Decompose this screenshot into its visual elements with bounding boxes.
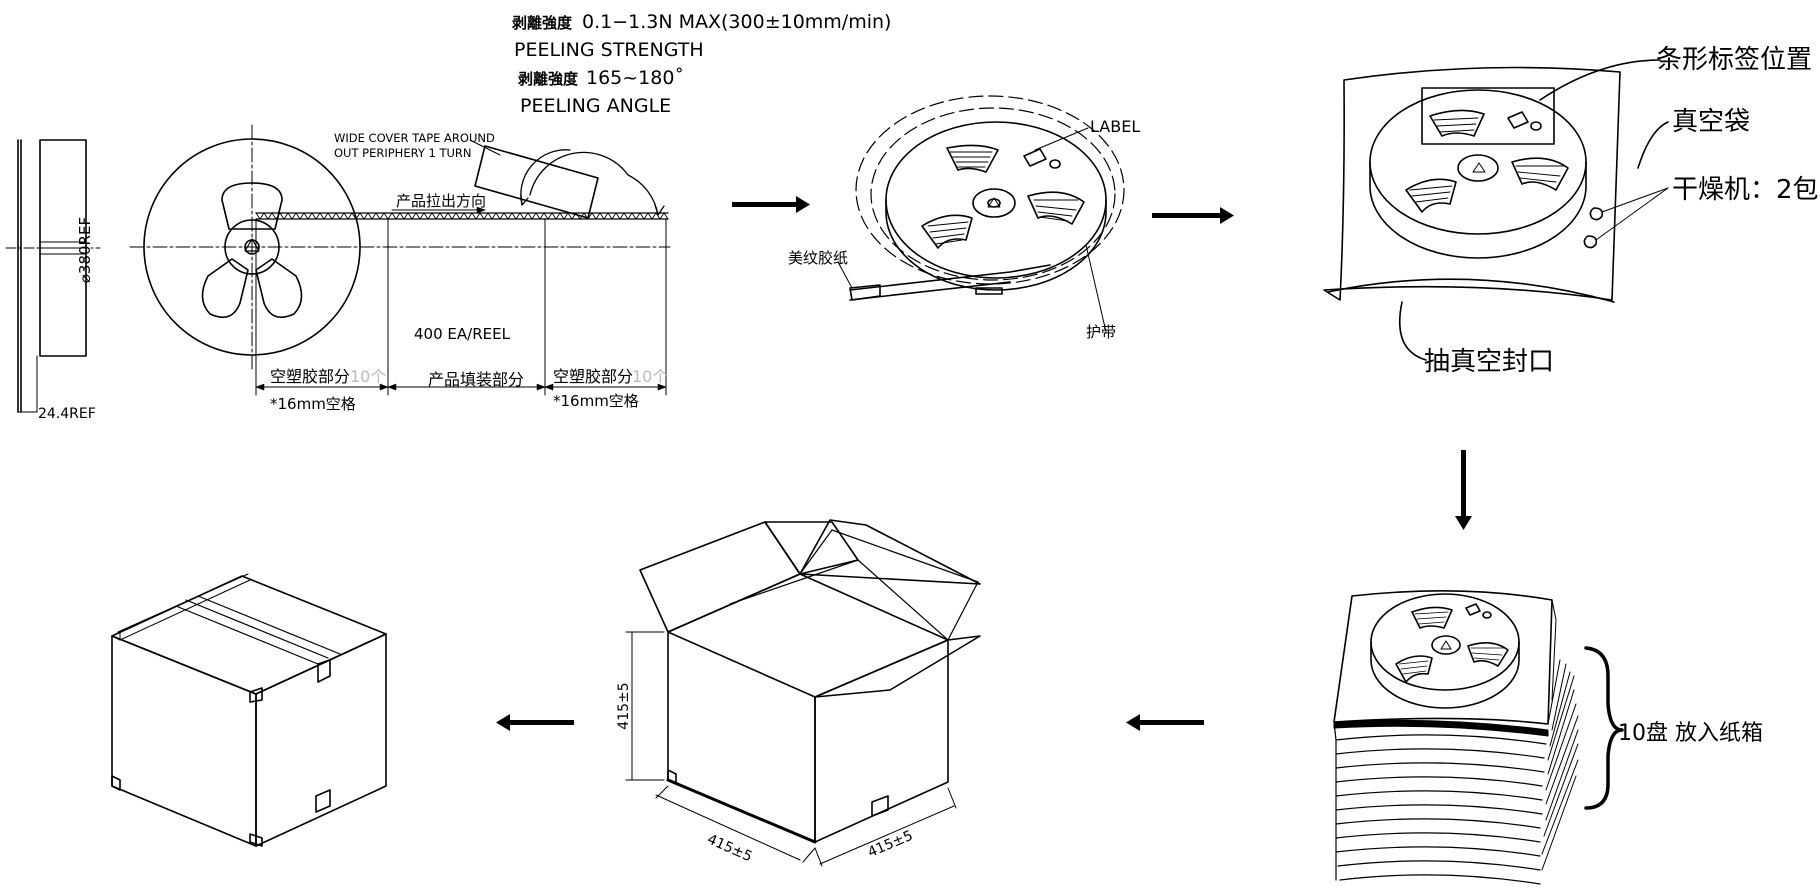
reel-width-label: 24.4REF (38, 406, 96, 422)
vacuum-seal-callout: 抽真空封口 (1424, 347, 1554, 377)
empty-section-right-count: 10个 (632, 367, 668, 386)
flow-arrow-down (1455, 450, 1472, 530)
reel-front-view (129, 124, 671, 371)
flow-arrow-left-2 (496, 714, 574, 731)
peel-angle-indicator (469, 139, 665, 219)
vacuum-bag (1323, 59, 1669, 361)
peel-strength-en: PEELING STRENGTH (514, 39, 704, 61)
carrier-tape (255, 206, 669, 396)
vacuum-bag-callout: 真空袋 (1672, 107, 1750, 137)
reel-side-view (5, 139, 101, 413)
empty-section-left-label: 空塑胶部分 (270, 367, 350, 386)
label-callout: LABEL (1090, 117, 1140, 136)
fill-section-label: 产品填装部分 (428, 370, 524, 389)
flow-arrow-left-1 (1126, 714, 1204, 731)
spacing-right-label: *16mm空格 (553, 392, 639, 410)
desiccant-callout: 干燥机：2包 (1672, 175, 1819, 205)
peel-strength-value: 0.1−1.3N MAX(300±10mm/min) (582, 11, 891, 33)
spacing-left-label: *16mm空格 (270, 395, 356, 413)
reel-quantity-label: 400 EA/REEL (414, 325, 511, 343)
peel-strength-cn: 剥離強度 (512, 14, 573, 32)
flow-arrow-right-2 (1152, 207, 1234, 224)
peel-angle-en: PEELING ANGLE (520, 95, 671, 117)
peel-angle-value: 165~180˚ (586, 67, 684, 89)
empty-section-right-label: 空塑胶部分 (553, 367, 633, 386)
reel-stack (1333, 590, 1624, 885)
into-carton-callout: 10盘 放入纸箱 (1618, 721, 1763, 746)
carton-width-dimension: 415±5 (866, 828, 916, 861)
sealed-carton (111, 573, 387, 847)
cover-tape-note-line-1: WIDE COVER TAPE AROUND (334, 131, 495, 145)
empty-section-left-count: 10个 (350, 367, 386, 386)
cover-tape-note-line-2: OUT PERIPHERY 1 TURN (334, 146, 472, 160)
masking-tape-callout: 美纹胶纸 (788, 249, 848, 267)
peel-angle-cn: 剥離強度 (518, 70, 579, 88)
open-carton (625, 519, 981, 867)
flow-arrow-right-1 (732, 196, 810, 213)
pull-direction-label: 产品拉出方向 (396, 192, 486, 210)
carton-height-dimension: 415±5 (616, 682, 632, 729)
guard-band-callout: 护带 (1086, 323, 1116, 341)
reel-diameter-label: ⌀380REF (76, 217, 94, 283)
wrapped-reel (837, 95, 1125, 333)
barcode-position-callout: 条形标签位置 (1656, 45, 1812, 75)
